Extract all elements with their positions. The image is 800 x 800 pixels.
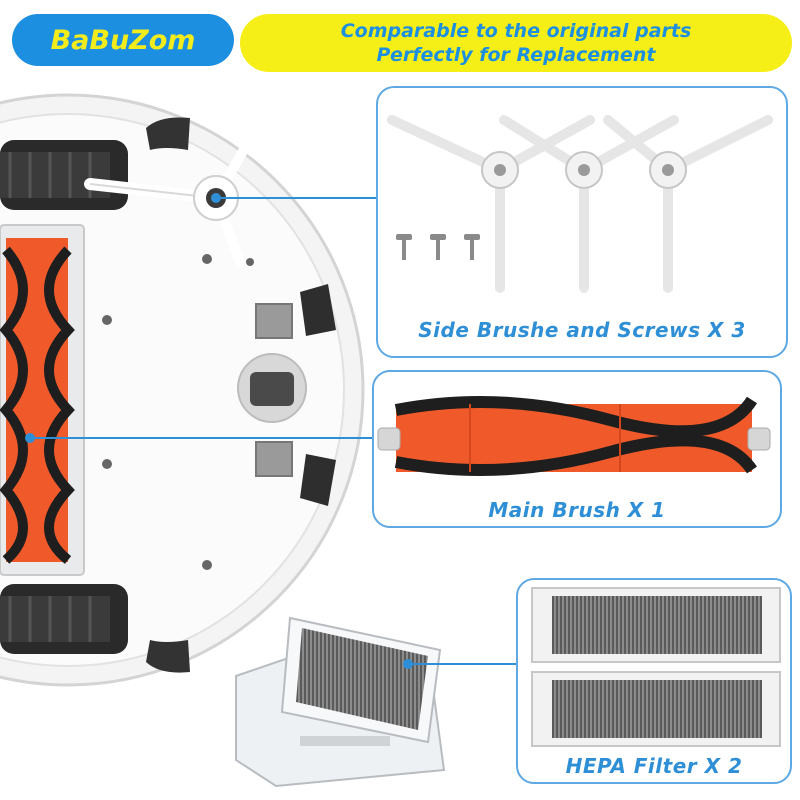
caster-wheel — [237, 353, 307, 423]
main-brush-housing — [0, 224, 85, 576]
dust-bin — [235, 616, 446, 788]
bottom-wheel — [0, 584, 128, 654]
side-brush-label: Side Brushe and Screws X 3 — [418, 318, 746, 342]
top-wheel — [0, 140, 128, 210]
connector-dot-side — [211, 193, 221, 203]
hepa-filter-panel: HEPA Filter X 2 — [516, 578, 792, 784]
tagline-line2: Perfectly for Replacement — [376, 44, 656, 66]
side-brush-group — [387, 115, 773, 293]
hepa-filters — [531, 587, 781, 747]
tagline-line1: Comparable to the original parts — [340, 20, 692, 42]
main-brush-panel: Main Brush X 1 — [372, 370, 782, 528]
bumper-piece-bottom — [146, 640, 190, 673]
bumper-piece-top — [146, 117, 190, 150]
main-brush-product — [377, 396, 771, 476]
main-brush-label: Main Brush X 1 — [488, 498, 666, 522]
cliff-sensor-lower — [300, 454, 336, 506]
connector-dot-hepa — [403, 659, 413, 669]
brand-badge: BaBuZom — [12, 14, 234, 66]
brand-name: BaBuZom — [50, 24, 196, 56]
contact-lower — [255, 441, 293, 477]
contact-upper — [255, 303, 293, 339]
tagline-banner: Comparable to the original parts Perfect… — [240, 14, 792, 72]
robot-inner-ring — [0, 113, 345, 667]
cliff-sensor-upper — [300, 284, 336, 336]
hepa-filter-label: HEPA Filter X 2 — [565, 754, 743, 778]
connector-lines — [30, 197, 516, 665]
connector-dot-main — [25, 433, 35, 443]
side-brush-panel: Side Brushe and Screws X 3 — [376, 86, 788, 358]
